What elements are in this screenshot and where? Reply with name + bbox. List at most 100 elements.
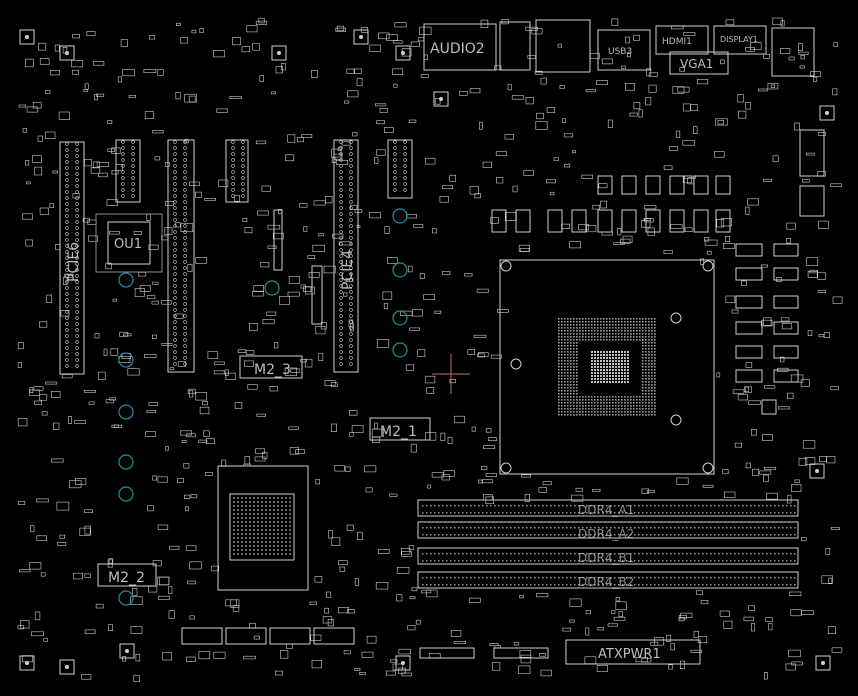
pcie-pin xyxy=(183,152,187,156)
cpu-pad xyxy=(624,396,626,398)
cpu-pad xyxy=(633,330,635,332)
ddr-b1-label: DDR4_B1 xyxy=(578,551,634,565)
chipset-pad xyxy=(289,553,291,555)
ddr-pin xyxy=(762,527,764,529)
pcie-pin xyxy=(403,152,407,156)
cpu-pad xyxy=(603,375,605,377)
cpu-pad xyxy=(570,366,572,368)
ddr-pin xyxy=(618,584,620,586)
passive-component xyxy=(489,643,499,647)
passive-component xyxy=(32,102,42,109)
passive-component xyxy=(478,352,489,357)
cpu-pad xyxy=(651,393,653,395)
ddr-pin xyxy=(578,512,580,514)
cpu-pad xyxy=(588,414,590,416)
ddr-pin xyxy=(654,534,656,536)
chipset-pad xyxy=(257,501,259,503)
ddr-pin xyxy=(702,560,704,562)
cpu-pad xyxy=(585,336,587,338)
passive-component xyxy=(524,493,530,502)
cpu-pad xyxy=(567,336,569,338)
pcie-pin xyxy=(65,172,69,176)
passive-component xyxy=(74,420,86,424)
cpu-pad xyxy=(648,321,650,323)
ddr-pin xyxy=(578,553,580,555)
ddr-pin xyxy=(622,577,624,579)
passive-component xyxy=(706,250,712,255)
pcie-pin xyxy=(75,310,79,314)
pcie-pin xyxy=(65,160,69,164)
header-connector xyxy=(799,185,825,217)
cpu-pad xyxy=(630,336,632,338)
cpu-pad xyxy=(591,408,593,410)
cpu-pad xyxy=(567,375,569,377)
passive-component xyxy=(409,327,420,331)
cpu-pad xyxy=(642,408,644,410)
passive-component xyxy=(157,69,164,76)
chipset-pad xyxy=(273,513,275,515)
chipset-pad xyxy=(285,553,287,555)
cpu-pad xyxy=(585,327,587,329)
chipset-pad xyxy=(265,513,267,515)
passive-component xyxy=(743,386,749,392)
chipset-pad xyxy=(285,517,287,519)
cpu-pad xyxy=(651,321,653,323)
passive-component xyxy=(81,674,92,680)
cpu-pad xyxy=(621,330,623,332)
ddr-pin xyxy=(566,577,568,579)
pcie-pin xyxy=(121,182,125,186)
cpu-pad xyxy=(618,405,620,407)
ddr-pin xyxy=(778,505,780,507)
cpu-pad xyxy=(654,378,656,380)
cpu-pad xyxy=(567,402,569,404)
ddr-pin xyxy=(582,512,584,514)
cpu-pad xyxy=(573,360,575,362)
pcie-pin xyxy=(183,140,187,144)
ddr-pin xyxy=(550,527,552,529)
chipset-pad xyxy=(273,537,275,539)
cpu-pad xyxy=(639,336,641,338)
passive-component xyxy=(84,629,96,634)
cpu-pad xyxy=(630,330,632,332)
ddr-pin xyxy=(518,505,520,507)
passive-component xyxy=(234,195,240,202)
passive-component xyxy=(408,265,413,273)
cpu-pad xyxy=(627,339,629,341)
cpu-pad xyxy=(561,336,563,338)
test-pad xyxy=(809,463,825,479)
cpu-pad xyxy=(600,351,602,353)
cpu-pad xyxy=(600,363,602,365)
cpu-pad xyxy=(651,372,653,374)
ddr-pin xyxy=(546,584,548,586)
cpu-pad xyxy=(621,339,623,341)
pcie-pin xyxy=(349,314,353,318)
passive-component xyxy=(507,83,512,91)
cpu-pad xyxy=(615,375,617,377)
ddr-pin xyxy=(626,584,628,586)
chipset-pad xyxy=(277,513,279,515)
cpu-pad xyxy=(573,321,575,323)
cpu-pad xyxy=(624,411,626,413)
ddr-pin xyxy=(626,534,628,536)
passive-component xyxy=(759,470,772,475)
choke xyxy=(547,209,563,233)
cpu-pad xyxy=(576,402,578,404)
ddr-pin xyxy=(466,534,468,536)
ddr-pin xyxy=(538,527,540,529)
cpu-pad xyxy=(615,333,617,335)
cpu-pad xyxy=(594,405,596,407)
cpu-pad xyxy=(618,381,620,383)
passive-component xyxy=(778,406,790,410)
passive-component xyxy=(88,235,98,242)
cpu-pad xyxy=(597,339,599,341)
pcie-pin xyxy=(75,208,79,212)
cpu-pad xyxy=(564,357,566,359)
ddr-pin xyxy=(490,534,492,536)
ddr-pin xyxy=(626,560,628,562)
ddr-pin xyxy=(686,505,688,507)
passive-component xyxy=(441,474,450,481)
passive-component xyxy=(164,162,170,167)
ddr-pin xyxy=(614,577,616,579)
cpu-pad xyxy=(561,387,563,389)
passive-component xyxy=(679,67,685,72)
